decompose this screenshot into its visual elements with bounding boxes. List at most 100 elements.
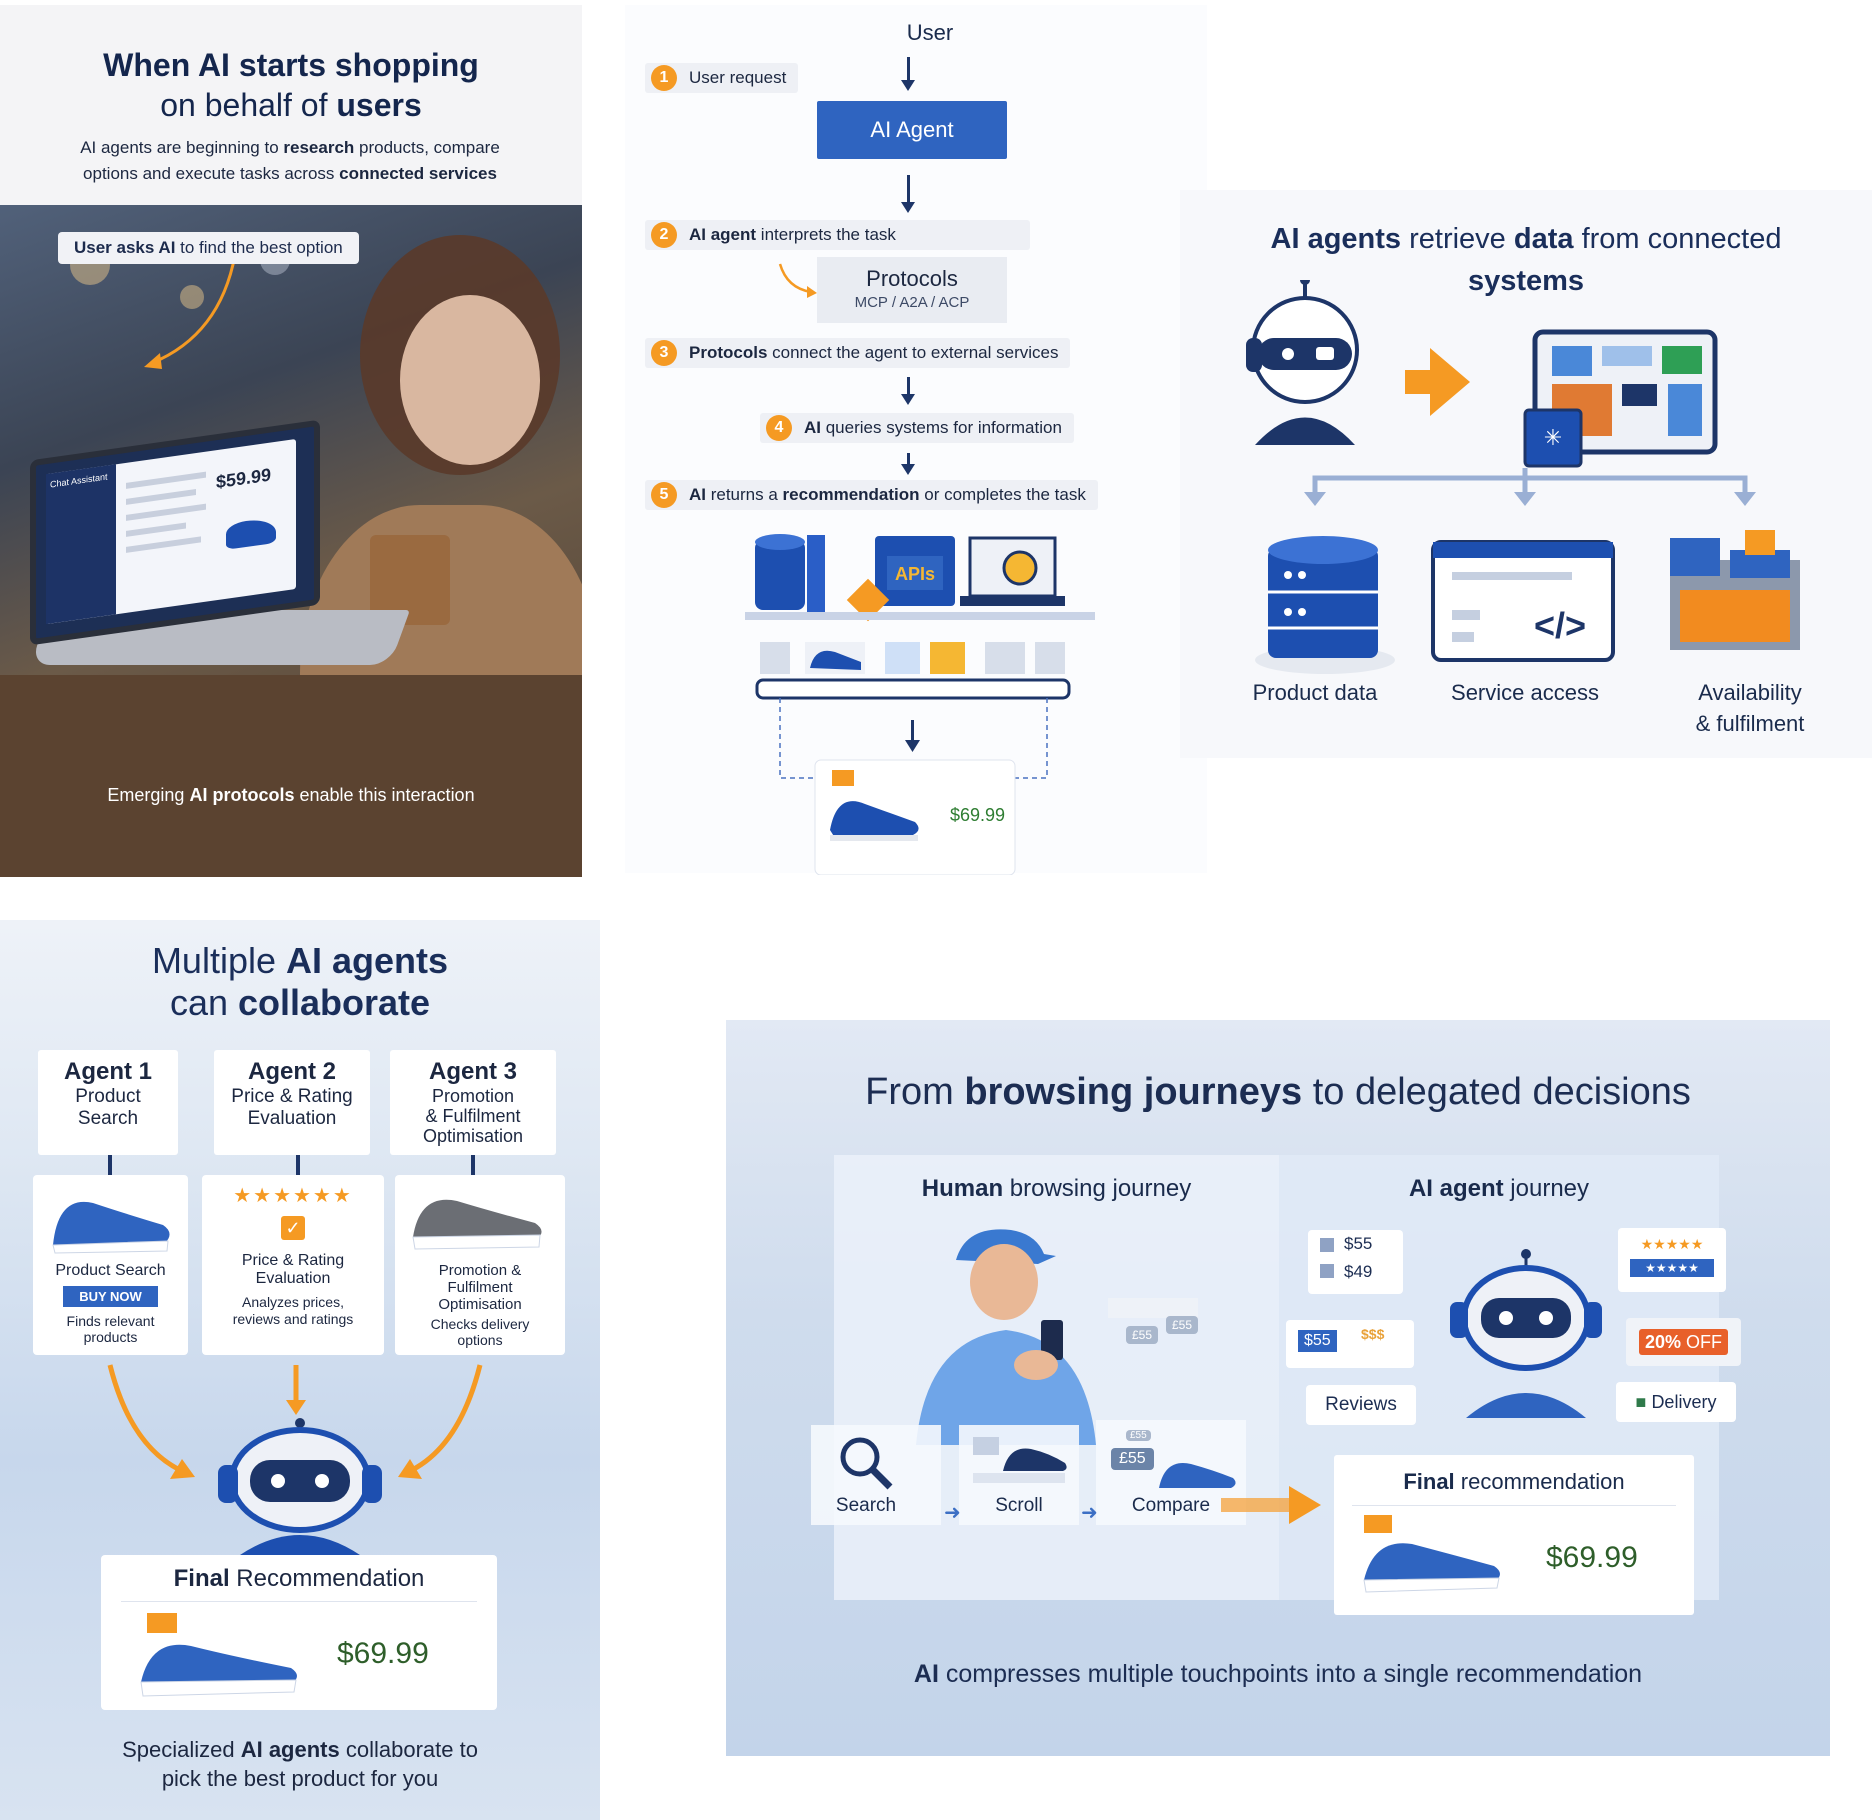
panel1-title: When AI starts shopping on behalf of use…	[103, 47, 479, 123]
svg-text:✳: ✳	[1544, 425, 1562, 450]
apis-icon: APIs	[875, 536, 955, 606]
arrow-right-icon: ➜	[944, 1502, 961, 1524]
caption-availability: Availability& fulfilment	[1695, 680, 1805, 736]
price-tag: £55	[1126, 1326, 1159, 1344]
panel3-title: AI agents retrieve data from connected s…	[1270, 223, 1782, 297]
data-retrieval-illustration: ✳ </>	[1246, 280, 1800, 674]
shoe-icon	[1159, 1463, 1236, 1488]
panel1-caption: Emerging AI protocols enable this intera…	[107, 785, 475, 805]
systems-illustration: APIs $69.99	[745, 534, 1095, 875]
panel-ai-shopping-intro: When AI starts shopping on behalf of use…	[0, 5, 582, 877]
step-compare: £55 £55 Compare	[1096, 1420, 1246, 1525]
card-product-search: Product Search BUY NOW Finds relevant pr…	[33, 1175, 188, 1355]
tray	[755, 678, 1071, 700]
final-price: $69.99	[337, 1637, 429, 1670]
delivery-chip: ■ Delivery	[1616, 1382, 1736, 1422]
search-icon	[840, 1437, 893, 1490]
price-tag: £55	[1166, 1316, 1199, 1334]
card-promotion: Promotion & Fulfilment Optimisation Chec…	[395, 1175, 565, 1355]
agent-2-box: Agent 2 Price & Rating Evaluation	[214, 1050, 370, 1155]
robot-icon	[218, 1418, 382, 1555]
arrow-down-icon	[901, 377, 915, 405]
shoe-icon	[810, 650, 861, 670]
woman-laptop-photo: Chat Assistant $59.99 User asks AI to fi…	[0, 205, 582, 877]
tag-icon	[147, 1613, 177, 1633]
rating-card: ★★★★★ ★★★★★	[1618, 1228, 1726, 1292]
arrow-right-icon: ➜	[1081, 1502, 1098, 1524]
shoe-icon	[1363, 1543, 1500, 1593]
database-icon	[755, 534, 825, 615]
panel-multi-agent: Multiple AI agents can collaborate Agent…	[0, 920, 600, 1820]
svg-text:$69.99: $69.99	[950, 805, 1005, 825]
price-tag: £55	[1111, 1448, 1154, 1470]
step-search: Search	[811, 1425, 941, 1525]
final-recommendation-card: Final recommendation $69.99	[1334, 1455, 1694, 1615]
phone-icon	[1041, 1320, 1063, 1360]
arrow-down-icon	[901, 57, 915, 91]
shoe-icon	[140, 1644, 297, 1697]
person-with-phone	[916, 1229, 1096, 1445]
dashboard-icon: ✳	[1523, 329, 1718, 468]
truck-icon: ■	[1635, 1392, 1647, 1412]
shoe-icon	[973, 1437, 1067, 1483]
shoe-icon	[412, 1199, 542, 1250]
arrow-right-icon	[1405, 348, 1470, 416]
product-listing	[1108, 1298, 1198, 1318]
user-asks-chip: User asks AI to find the best option	[58, 232, 359, 264]
checkbox-icon: ✓	[281, 1216, 305, 1240]
caption-product-data: Product data	[1252, 680, 1378, 705]
user-avatars-row	[760, 642, 1065, 674]
converging-arrows	[107, 1364, 483, 1479]
panel4-caption: Specialized AI agents collaborate to pic…	[122, 1737, 478, 1791]
price-comparison-card: $55 $49	[1308, 1230, 1403, 1294]
arrow-down-icon	[901, 453, 915, 475]
ai-agent-box: AI Agent	[817, 101, 1007, 159]
code-window-icon: </>	[1431, 540, 1615, 662]
buy-now-button[interactable]: BUY NOW	[63, 1286, 158, 1307]
panel1-description: AI agents are beginning to research prod…	[80, 138, 500, 183]
discount-badge: 20% OFF	[1626, 1318, 1741, 1366]
panel5-caption: AI compresses multiple touchpoints into …	[913, 1660, 1643, 1688]
reviews-chip: Reviews	[1306, 1385, 1416, 1425]
robot-icon	[1450, 1249, 1602, 1418]
star-rating-icon: ★★★★★★	[233, 1185, 353, 1207]
arrow-right-icon	[1221, 1486, 1321, 1524]
database-icon	[1255, 536, 1395, 674]
shoe-icon	[226, 516, 276, 550]
svg-text:APIs: APIs	[895, 564, 935, 584]
protocols-box: Protocols MCP / A2A / ACP	[817, 257, 1007, 323]
card-price-rating: ★★★★★★ ✓ Price & Rating Evaluation Analy…	[202, 1175, 384, 1355]
agent-1-box: Agent 1 Product Search	[38, 1050, 178, 1155]
curved-arrow-icon	[778, 263, 817, 298]
final-price: $69.99	[1546, 1541, 1638, 1574]
tag-icon	[832, 770, 854, 786]
caption-service-access: Service access	[1451, 680, 1599, 705]
curved-arrow-icon	[144, 254, 237, 369]
tag-icon	[1364, 1515, 1392, 1533]
warehouse-icon	[1670, 530, 1800, 650]
screen-price: $59.99	[216, 464, 272, 493]
final-recommendation-card: Final Recommendation $69.99	[101, 1555, 497, 1710]
shoe-icon	[830, 801, 919, 838]
agent-3-box: Agent 3 Promotion & Fulfilment Optimisat…	[390, 1050, 556, 1155]
human-journey-header: Human browsing journey	[921, 1175, 1192, 1202]
dashboard-icon	[960, 536, 1065, 606]
panel-browsing-vs-delegated: From browsing journeys to delegated deci…	[726, 1020, 1830, 1756]
step-scroll: Scroll	[959, 1425, 1079, 1525]
panel-data-retrieval: AI agents retrieve data from connected s…	[1180, 190, 1872, 758]
agent-journey-header: AI agent journey	[1408, 1175, 1590, 1202]
svg-text:</>: </>	[1534, 605, 1586, 646]
robot-icon	[1246, 280, 1359, 445]
price-tags-card: $55 $$$	[1286, 1320, 1414, 1368]
panel4-title: Multiple AI agents can collaborate	[151, 940, 449, 1023]
user-label: User	[906, 20, 954, 45]
panel5-title: From browsing journeys to delegated deci…	[865, 1071, 1691, 1113]
arrow-down-icon	[901, 175, 915, 213]
shoe-icon	[52, 1201, 170, 1254]
